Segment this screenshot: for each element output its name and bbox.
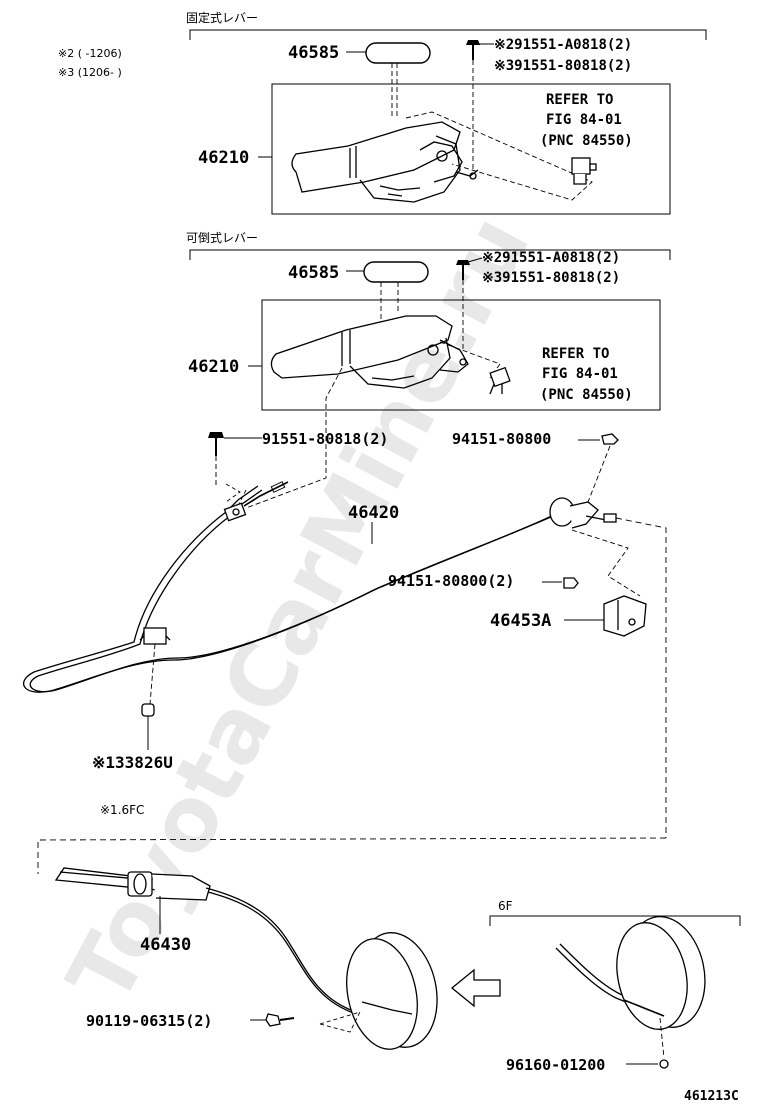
grommet-icon	[141, 703, 155, 717]
clip-icon	[659, 1059, 669, 1069]
refer-tilt-line1: REFER TO	[542, 346, 609, 362]
lever-assembly-box-tilt	[261, 299, 661, 411]
bracket-46453A	[603, 595, 647, 637]
label-46585-fixed: 46585	[288, 43, 339, 63]
tilt-lever-section: 可倒式レバー 46585 ※291551-A0818(2) ※391551-80…	[186, 231, 671, 411]
cable-guide	[139, 627, 171, 645]
footnote-2: ※2 ( -1206)	[58, 47, 122, 60]
figure-number: 461213C	[684, 1089, 739, 1104]
section-bracket-fixed	[189, 29, 707, 40]
refer-tilt-line3: (PNC 84550)	[540, 387, 633, 403]
refer-fixed-line1: REFER TO	[546, 92, 613, 108]
cable-clamp	[223, 502, 247, 522]
nut-icon	[563, 577, 579, 589]
label-46430: 46430	[140, 935, 191, 955]
label-46453A: 46453A	[490, 611, 551, 631]
label-90119-06315: 90119-06315(2)	[86, 1012, 212, 1030]
section-bracket-tilt	[189, 249, 671, 260]
label-bolt-91551-A0818-tilt: ※291551-A0818(2)	[482, 250, 620, 266]
section-title-fixed-lever: 固定式レバー	[186, 10, 258, 25]
lever-pad-46585-fixed	[365, 42, 431, 64]
rear-brake-drum	[346, 932, 438, 1050]
bolt-icon	[466, 40, 480, 60]
label-bolt-91551-80818-tilt: ※391551-80818(2)	[482, 270, 620, 286]
label-91551-80818: 91551-80818(2)	[262, 430, 388, 448]
label-46585-tilt: 46585	[288, 263, 339, 283]
rear-brake-drum-6f	[616, 916, 706, 1030]
rear-cable	[205, 887, 379, 1019]
label-46210-tilt: 46210	[188, 357, 239, 377]
watermark: ToyotaCarMine.ru	[48, 199, 550, 1020]
label-46420: 46420	[348, 503, 399, 523]
label-46210-fixed: 46210	[198, 148, 249, 168]
refer-fixed-line2: FIG 84-01	[546, 112, 622, 128]
section-title-tilt-lever: 可倒式レバー	[186, 231, 258, 245]
bolt-icon	[208, 432, 224, 456]
nut-icon	[601, 433, 619, 445]
refer-tilt-line2: FIG 84-01	[542, 366, 618, 382]
variant-6f-section: 6F 96160-01200	[489, 899, 741, 1074]
fixed-lever-section: 固定式レバー 46585 ※291551-A0818(2) ※391551-80…	[186, 10, 707, 215]
lever-assembly-box-fixed	[271, 83, 671, 215]
footnote-3: ※3 (1206- )	[58, 66, 122, 79]
lever-pad-46585-tilt	[363, 261, 429, 283]
brake-switch-icon	[571, 157, 597, 185]
bolt-icon	[456, 260, 470, 280]
brake-switch-icon	[489, 366, 511, 395]
label-94151-80800: 94151-80800	[452, 430, 551, 448]
rear-cable-section: 46430 90119-06315(2)	[54, 867, 501, 1050]
parking-brake-lever-fixed	[291, 121, 479, 203]
cable-end-fitting	[549, 497, 617, 529]
cable-section: 91551-80818(2) 94151-80800 46420	[22, 430, 667, 838]
parking-brake-lever-tilt	[270, 315, 469, 389]
label-94151-80800-2: 94151-80800(2)	[388, 572, 514, 590]
section-title-6f: 6F	[498, 899, 513, 913]
note-1-6fc: ※1.6FC	[100, 803, 144, 817]
refer-fixed-line3: (PNC 84550)	[540, 133, 633, 149]
label-133826U: ※133826U	[92, 753, 173, 772]
label-96160-01200: 96160-01200	[506, 1056, 605, 1074]
label-bolt-91551-A0818-fixed: ※291551-A0818(2)	[494, 37, 632, 53]
label-bolt-91551-80818-fixed: ※391551-80818(2)	[494, 58, 632, 74]
arrow-icon	[450, 968, 501, 1008]
bolt-icon	[265, 1013, 295, 1027]
equalizer-bracket	[54, 867, 211, 901]
